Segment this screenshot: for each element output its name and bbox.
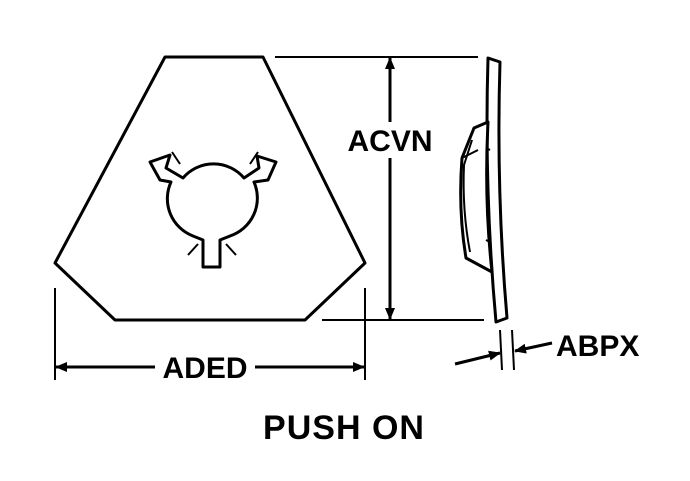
front-view <box>53 55 367 322</box>
thickness-dimension: ABPX <box>454 329 639 371</box>
prong-mark-bottom-left <box>187 243 199 256</box>
dim-arrow-thick-left <box>454 350 501 366</box>
prong-mark-bottom-right <box>225 243 237 256</box>
center-hole <box>148 153 278 269</box>
side-profile <box>485 56 509 324</box>
extension-line-thick-right <box>511 329 515 371</box>
diagram-title: PUSH ON <box>263 409 425 447</box>
side-view <box>459 56 509 324</box>
dim-arrow-thick-right <box>514 341 553 354</box>
height-dimension: ACVN <box>275 56 484 321</box>
side-prong-detail <box>461 147 491 243</box>
width-dim-label: ADED <box>162 352 247 385</box>
extension-line-thick-left <box>499 329 503 371</box>
prong-mark-right <box>249 151 259 165</box>
thickness-dim-label: ABPX <box>556 330 639 363</box>
side-prong-inner <box>462 139 473 253</box>
prong-mark-left <box>171 151 181 165</box>
width-dimension: ADED <box>54 288 366 385</box>
side-prong <box>459 120 494 274</box>
height-dim-label: ACVN <box>347 125 432 158</box>
